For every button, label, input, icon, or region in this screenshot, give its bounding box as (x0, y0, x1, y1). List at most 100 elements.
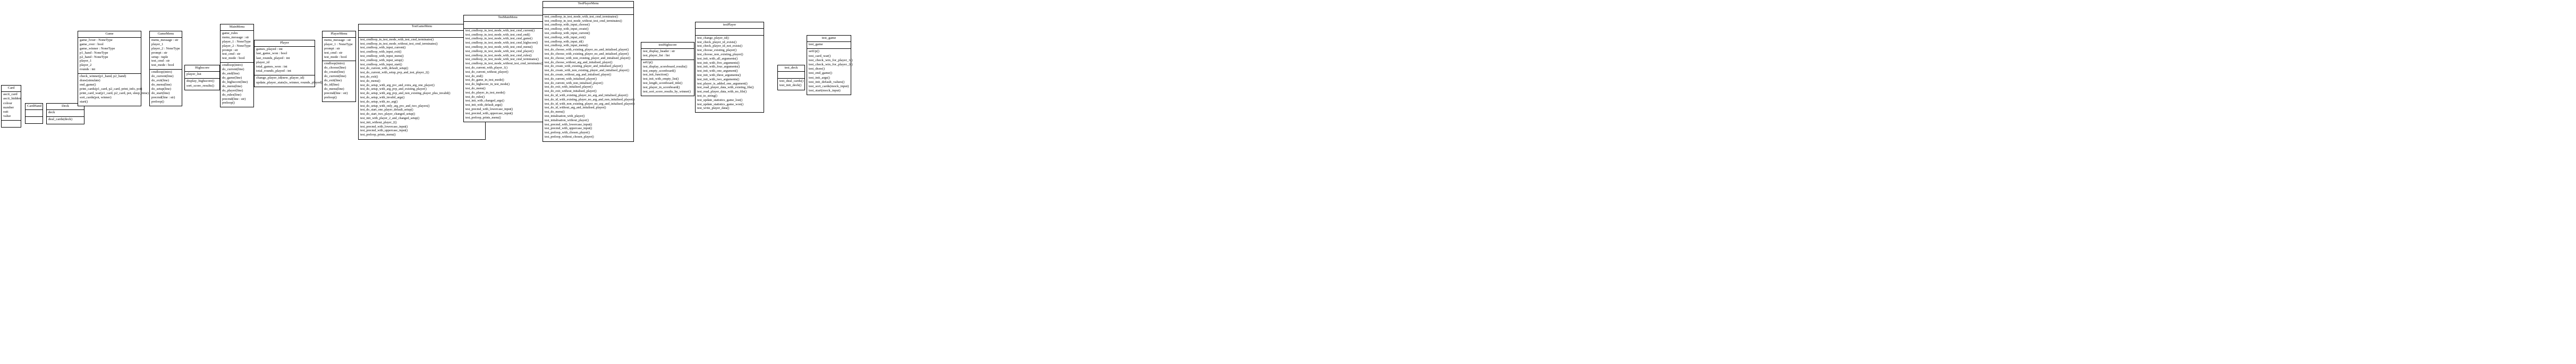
method: test_do_start_one_player_default_setup() (360, 108, 413, 112)
method: do_current(line) (151, 74, 174, 79)
method: test_do_current_with_setup_pvp_and_test_… (360, 71, 429, 75)
attribute: suit (3, 110, 9, 114)
method: test_cmdloop_in_test_mode_with_test_cmd_… (545, 15, 618, 19)
method: test_update_statistics_game_lost() (697, 98, 743, 102)
methods-section: display_highscore()sort_score_results() (185, 78, 219, 89)
attribute: test_mode : bool (324, 55, 347, 59)
method: do_menu(line) (222, 84, 242, 88)
method: test_length_scoreboard_title() (643, 81, 683, 86)
method: test_sort_cards(mock_input) (809, 84, 849, 89)
attribute: p2_hand : NoneType (80, 55, 108, 59)
method: test_cmdloop_in_test_mode_with_test_cmd_… (465, 45, 533, 49)
method: precmd(line : str) (324, 91, 348, 95)
attribute: player_2 : NoneType (222, 44, 251, 48)
method: test_cmdloop_in_test_mode_with_test_cmd_… (465, 29, 535, 32)
attribute: test_cmd : str (222, 52, 241, 56)
method: test_read_player_data_with_no_file() (697, 90, 747, 94)
attribute: game_over : bool (80, 42, 104, 46)
method: test_preloop_prints_menu() (360, 133, 396, 137)
method: do_create(line) (324, 70, 345, 74)
attributes-section (26, 110, 43, 116)
method: test_do_setup_with_arg_pvp_and_existing_… (360, 88, 427, 91)
class-title: CardHand (26, 104, 43, 111)
method: test_do_choose_without_arg_and_initalise… (545, 61, 613, 64)
attribute: setup : tuple (151, 55, 168, 59)
method: test_draw() (809, 67, 825, 71)
attribute: rounds : int (80, 67, 96, 72)
method: test_do_current_with_player_1() (465, 66, 507, 70)
class-title: TestGameMenu (359, 24, 485, 31)
attribute: test_mode : bool (151, 63, 174, 67)
method: test_write_player_data() (697, 106, 730, 111)
method: test_empty_scoreboard() (643, 69, 676, 73)
method: test_precmd_with_lowercase_input() (465, 107, 513, 111)
method: precmd(line : str) (151, 95, 175, 99)
method: test_do_highscore_in_test_mode() (465, 83, 510, 87)
method: test_player_in_scoreboard() (643, 86, 680, 90)
method: sort_score_results() (187, 83, 215, 88)
methods-section: test_cmdloop_in_test_mode_with_test_cmd_… (543, 14, 634, 141)
attribute: total_rounds_played : int (256, 69, 291, 73)
methods-section: cmdloop(intro)do_current(line)do_exit(li… (150, 69, 182, 105)
class-title: MainMenu (221, 24, 253, 31)
method: test_preloop_prints_menu() (465, 116, 501, 120)
class-title: Game (78, 31, 141, 38)
class-title: TestMainMenu (464, 15, 552, 22)
attribute: test_game (809, 43, 823, 47)
method: do_current(line) (324, 74, 346, 79)
method: test_initalisation_with_player() (545, 114, 585, 118)
method: end_game() (80, 82, 96, 87)
methods-section: check_winner(p1_hand, p2_hand)draw(simul… (78, 73, 149, 105)
method: test_do_current_with_initalised_player() (545, 77, 597, 81)
attribute: player_1 (151, 42, 164, 46)
method: test_do_exit_without_initalised_player() (545, 90, 597, 94)
method: setUp() (643, 60, 653, 64)
attribute: player_1 : NoneType (324, 42, 353, 46)
method: test_do_choose_with_existing_player_no_a… (545, 52, 629, 56)
method: test_init_with_four_arguments() (697, 65, 740, 69)
method: test_do_id_with_existing_player_no_arg_a… (545, 94, 628, 97)
method: test_cmdloop_with_input_exit() (545, 36, 586, 39)
attribute: ascii_card (3, 92, 18, 97)
attribute: test_player_list : list (643, 53, 670, 57)
methods-section: setUp()test_display_scoreboard_results()… (641, 59, 694, 96)
attribute: player_2 (80, 63, 92, 67)
method: test_do_current_with_default_setup() (360, 67, 409, 71)
method: display_highscore() (187, 79, 215, 83)
method: test_cmdloop_with_input_exit() (360, 50, 402, 54)
method: do_rules(line) (222, 92, 241, 97)
method: do_menu(line) (324, 87, 344, 91)
method: do_setup(line) (151, 87, 171, 91)
attribute: menu_message : str (222, 35, 249, 39)
class-box-testmainmenu: TestMainMenu test_cmdloop_in_test_mode_wi… (463, 15, 552, 123)
method: test_check_win_for_player_2() (809, 63, 853, 67)
method: test_do_exit_with_initalised_player() (545, 86, 592, 89)
method: test_cmdloop_with_input_create() (545, 28, 589, 31)
class-title: Highscore (185, 65, 219, 72)
attributes-section: deck (47, 110, 84, 116)
method: test_init_with_default_args() (465, 104, 503, 107)
method: print_card_war(p1_card, p2_card, pot, sl… (80, 91, 149, 95)
attributes-section: test_game (807, 42, 851, 48)
method: test_do_id_without_arg_and_initalised_pl… (545, 106, 606, 110)
method: do_current(line) (222, 67, 244, 72)
attribute: colour (3, 101, 12, 105)
attribute: value (3, 114, 11, 118)
attribute: test_cmd : str (324, 50, 343, 55)
method: test_check_win_for_player_1() (809, 58, 853, 62)
method: test_do_id_with_existing_player_no_arg_a… (545, 98, 634, 101)
attribute: test_mode : bool (222, 56, 245, 61)
methods-section: test_cmdloop_in_test_mode_with_test_cmd_… (464, 28, 552, 122)
method: test_do_create_without_arg_and_initalise… (545, 73, 612, 77)
method: test_choose_non_existing_player() (697, 52, 743, 56)
method: test_do_create_with_non_existing_player_… (545, 69, 629, 73)
method: test_do_menu() (360, 79, 380, 83)
